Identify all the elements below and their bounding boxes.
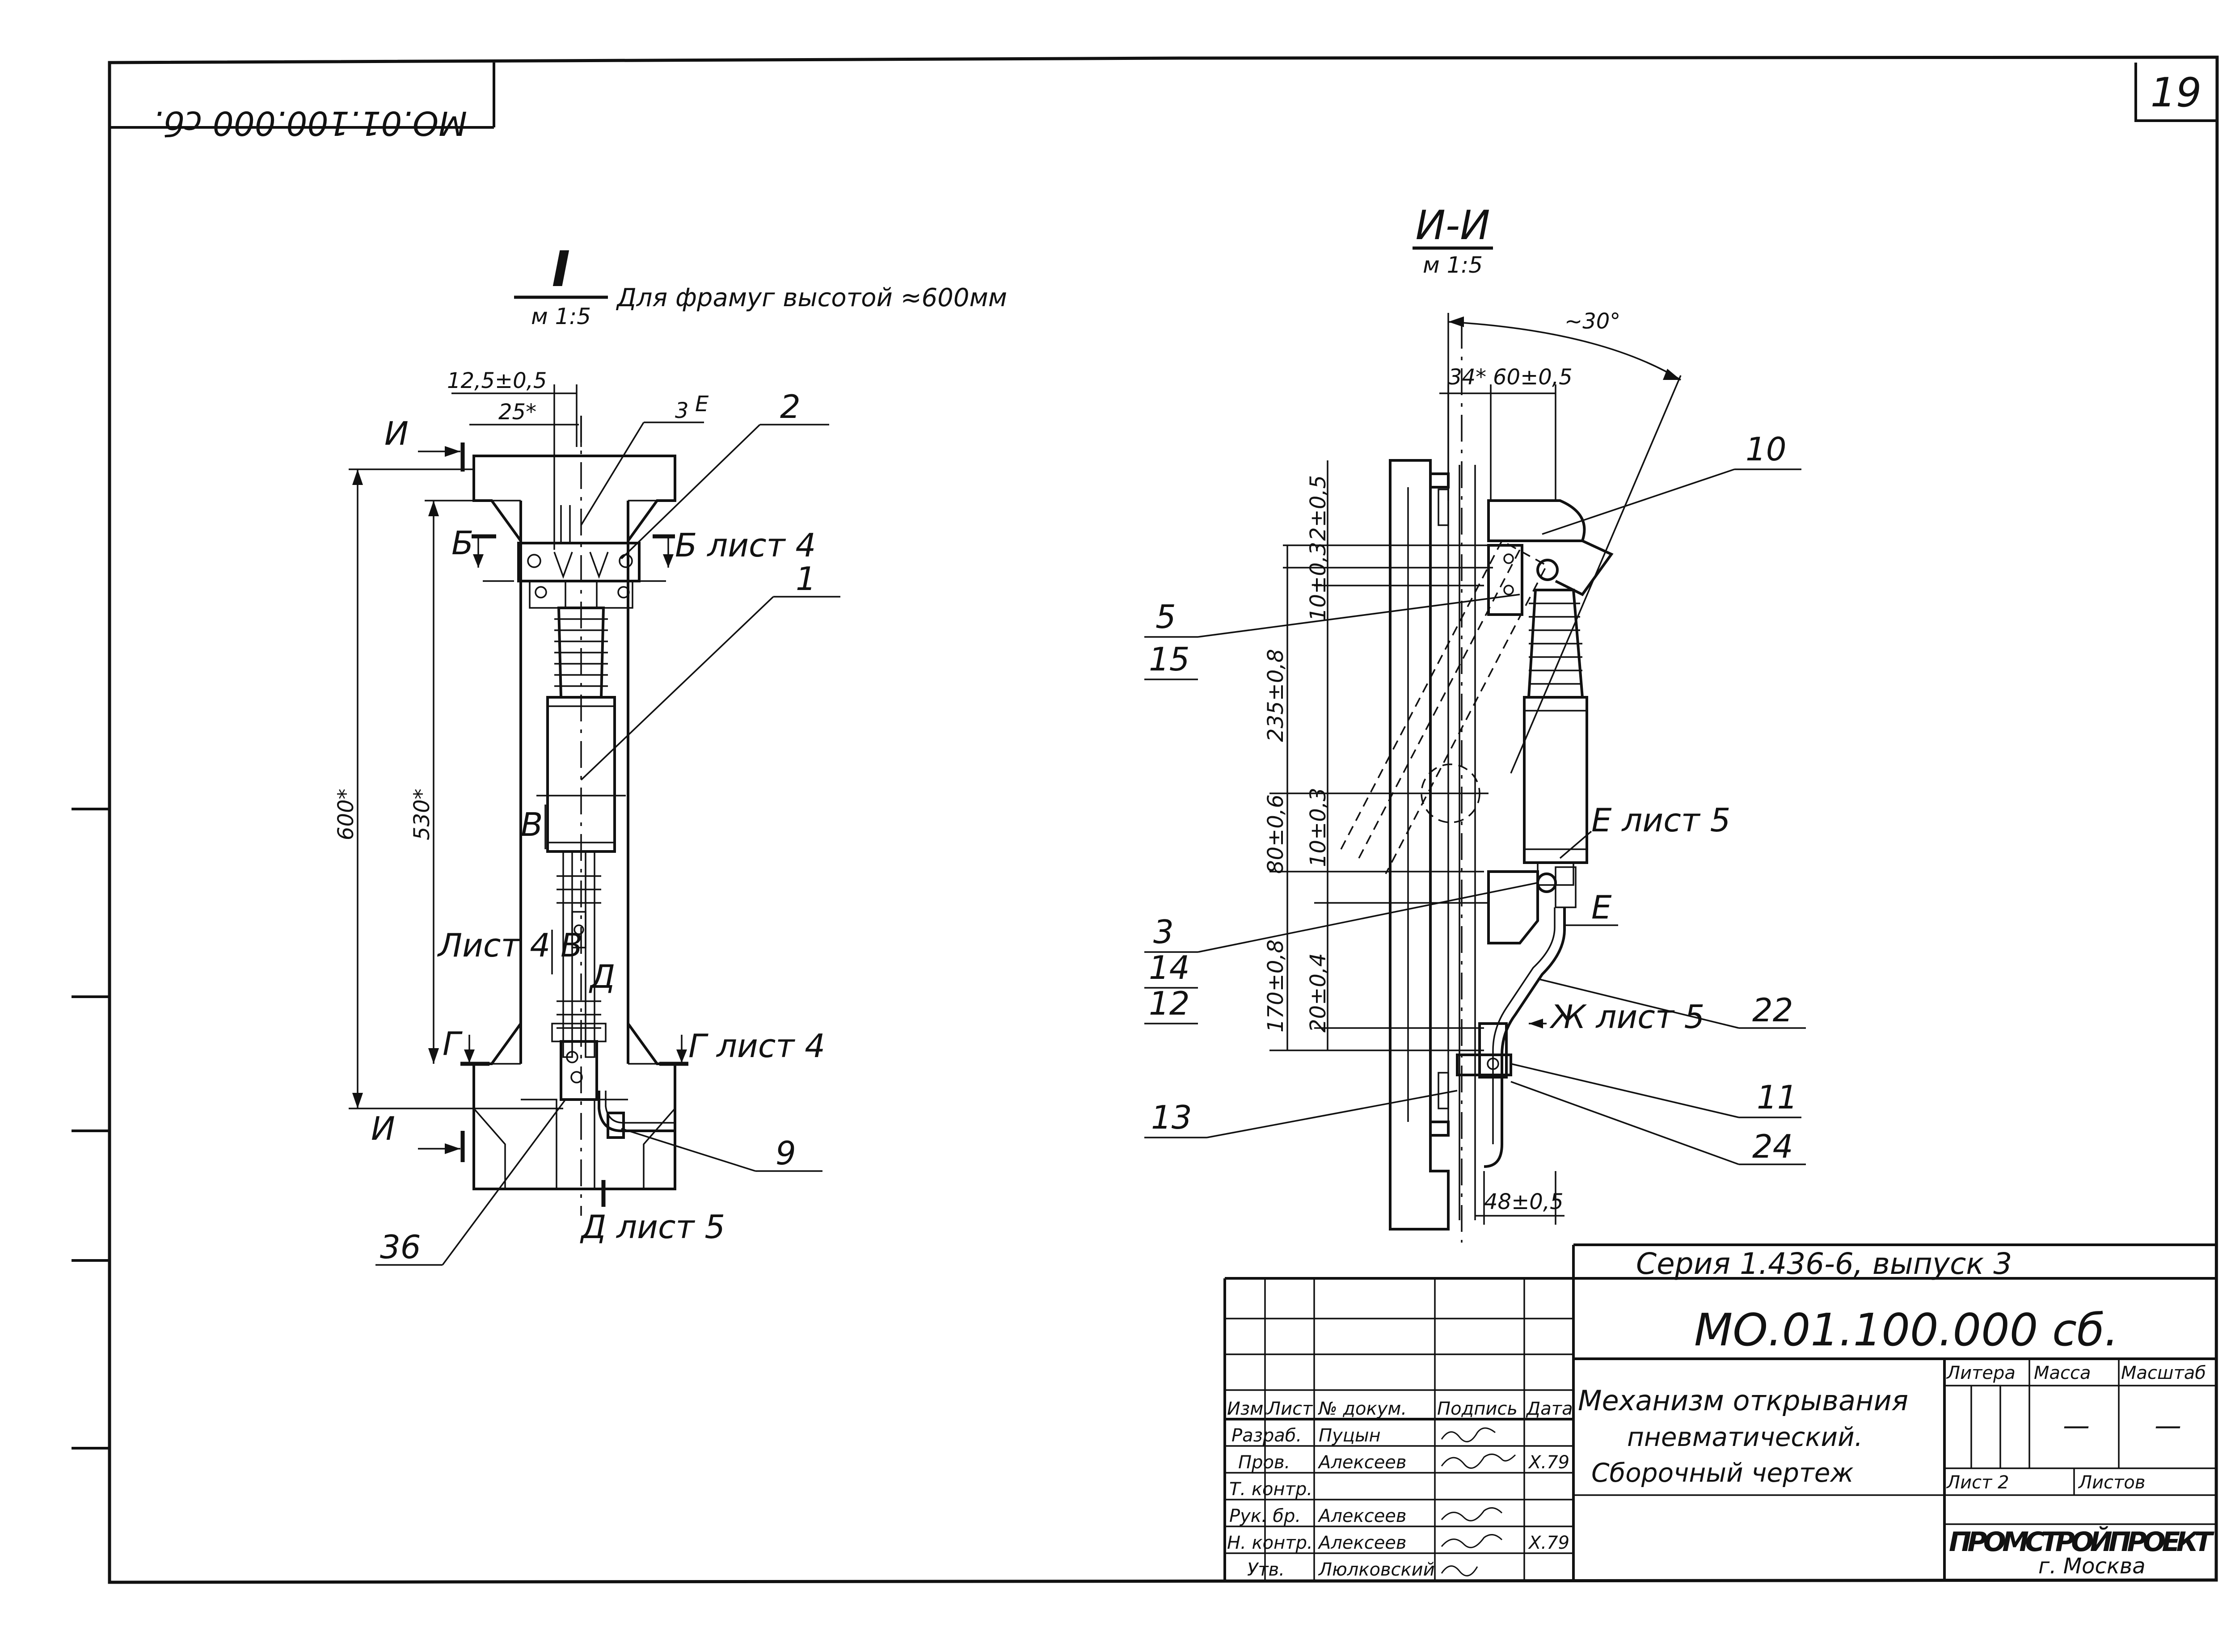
note-E-mark: Е — [1591, 889, 1612, 926]
weld-size: 3 — [675, 398, 689, 423]
tb-col-sign: Подпись — [1437, 1399, 1518, 1419]
tb-row-role: Рук. бр. — [1229, 1506, 1301, 1526]
tb-name-line3: Сборочный чертеж — [1591, 1458, 1854, 1488]
sheet-frame — [72, 55, 2219, 1584]
position-9: 9 — [776, 1134, 796, 1172]
position-14: 14 — [1149, 949, 1190, 986]
tb-row-date: X.79 — [1528, 1533, 1569, 1553]
tb-row-role: Т. контр. — [1229, 1479, 1312, 1500]
view-I: I м 1:5 Для фрамуг высотой ≈600мм — [333, 240, 1007, 1266]
position-24: 24 — [1752, 1128, 1793, 1165]
tb-signature-rows: Разраб. Пуцын Пров. Алексеев X.79 Т. кон… — [1227, 1425, 1569, 1580]
section-I-top-label: И — [384, 415, 409, 452]
tb-row-role: Пров. — [1238, 1452, 1290, 1473]
dim-20: 20±0,4 — [1306, 953, 1331, 1032]
tb-scale-label: Масштаб — [2121, 1363, 2206, 1383]
dim-12-5: 12,5±0,5 — [447, 368, 547, 393]
position-3: 3 — [1153, 913, 1174, 951]
tb-row-name: Алексеев — [1317, 1506, 1406, 1526]
tb-row-name: Люлковский — [1318, 1559, 1435, 1580]
note-Zh-sheet5: Ж лист 5 — [1549, 998, 1704, 1036]
section-V-mid-label: Лист 4 В — [437, 927, 582, 964]
position-22: 22 — [1752, 991, 1793, 1029]
dim-10a: 10±0,3 — [1306, 542, 1331, 621]
dim-600: 600* — [333, 788, 358, 840]
dim-235: 235±0,8 — [1263, 649, 1288, 742]
position-15: 15 — [1149, 641, 1190, 678]
title-block — [1223, 1243, 2216, 1580]
view1-title-note: Для фрамуг высотой ≈600мм — [616, 283, 1007, 312]
pneumatic-cylinder-2 — [1523, 696, 1588, 864]
dim-60: 60±0,5 — [1493, 365, 1573, 390]
tb-row-name: Алексеев — [1317, 1533, 1406, 1553]
frame-profile-outline — [472, 455, 676, 1190]
section-V-top-label: В — [521, 806, 543, 843]
view1-title-scale: м 1:5 — [531, 303, 591, 329]
position-5: 5 — [1155, 598, 1176, 636]
view2-title: И-И — [1415, 202, 1490, 249]
tb-col-doc: № докум. — [1318, 1399, 1407, 1419]
position-13: 13 — [1151, 1099, 1192, 1136]
bellows-2 — [1527, 589, 1584, 699]
tb-organization: ПРОМСТРОЙПРОЕКТ — [1949, 1526, 2214, 1558]
dim-angle-30: ~30° — [1564, 309, 1620, 334]
dim-530: 530* — [409, 788, 434, 840]
weld-letter: Е — [695, 392, 709, 417]
tb-sheets-label: Листов — [2078, 1472, 2145, 1493]
section-I-bottom-label: И — [371, 1110, 395, 1147]
position-11: 11 — [1757, 1079, 1798, 1116]
section-G-right-label: Г лист 4 — [688, 1027, 825, 1065]
dim-2: 2±0,5 — [1306, 475, 1331, 541]
tb-col-list: Лист — [1266, 1399, 1313, 1419]
dim-80: 80±0,6 — [1263, 794, 1288, 874]
tb-mass-label: Масса — [2034, 1363, 2091, 1383]
handwritten-signatures — [1441, 1427, 1516, 1576]
tb-name-line1: Механизм открывания — [1578, 1384, 1908, 1417]
note-E-sheet5: Е лист 5 — [1591, 801, 1730, 839]
tb-col-izm: Изм. — [1227, 1399, 1269, 1419]
dim-48: 48±0,5 — [1484, 1189, 1564, 1214]
tb-name-line2: пневматический. — [1627, 1422, 1863, 1452]
section-D-mark: Д — [589, 958, 615, 995]
air-tube — [1484, 907, 1566, 1168]
position-10: 10 — [1746, 430, 1787, 468]
position-2: 2 — [780, 388, 801, 426]
sheet-code-upside-down: МО.01.100.000 сб. — [153, 104, 467, 142]
dim-10b: 10±0,3 — [1306, 788, 1331, 867]
position-36: 36 — [380, 1228, 421, 1266]
page-number: 19 — [2151, 69, 2202, 116]
tb-row-name: Пуцын — [1319, 1425, 1381, 1446]
dim-25: 25* — [498, 400, 536, 425]
position-12: 12 — [1149, 985, 1190, 1022]
tb-litera-label: Литера — [1946, 1363, 2016, 1383]
tb-city: г. Москва — [2038, 1554, 2146, 1579]
tb-mass-value: — — [2063, 1410, 2090, 1441]
tb-row-role: Утв. — [1247, 1559, 1285, 1580]
dim-170: 170±0,8 — [1263, 940, 1288, 1032]
top-bracket — [517, 542, 641, 582]
view2-title-scale: м 1:5 — [1423, 252, 1483, 278]
section-B-right-label: Б лист 4 — [675, 527, 816, 564]
pneumatic-cylinder — [546, 696, 616, 853]
tb-sheet-label: Лист 2 — [1946, 1472, 2009, 1493]
view-I-I-section: И-И м 1:5 — [1144, 202, 1806, 1243]
tb-scale-value: — — [2155, 1410, 2181, 1441]
tb-doc-code: МО.01.100.000 сб. — [1694, 1304, 2119, 1356]
section-B-left-label: Б — [451, 524, 473, 562]
position-1: 1 — [796, 560, 816, 598]
tb-row-role: Н. контр. — [1227, 1533, 1313, 1553]
top-housing — [1487, 499, 1586, 542]
view1-title-roman: I — [552, 240, 570, 298]
section-D-note: Д лист 5 — [580, 1208, 725, 1246]
tb-series: Серия 1.436-6, выпуск 3 — [1636, 1247, 2012, 1281]
air-hose — [598, 1091, 675, 1132]
tb-row-role: Разраб. — [1231, 1425, 1302, 1446]
section-G-left-label: Г — [443, 1025, 463, 1062]
tb-row-name: Алексеев — [1317, 1452, 1406, 1473]
tb-col-date: Дата — [1526, 1399, 1573, 1419]
dim-34: 34* — [1448, 365, 1486, 390]
bottom-bracket — [560, 1040, 598, 1101]
tb-row-date: X.79 — [1528, 1452, 1569, 1473]
